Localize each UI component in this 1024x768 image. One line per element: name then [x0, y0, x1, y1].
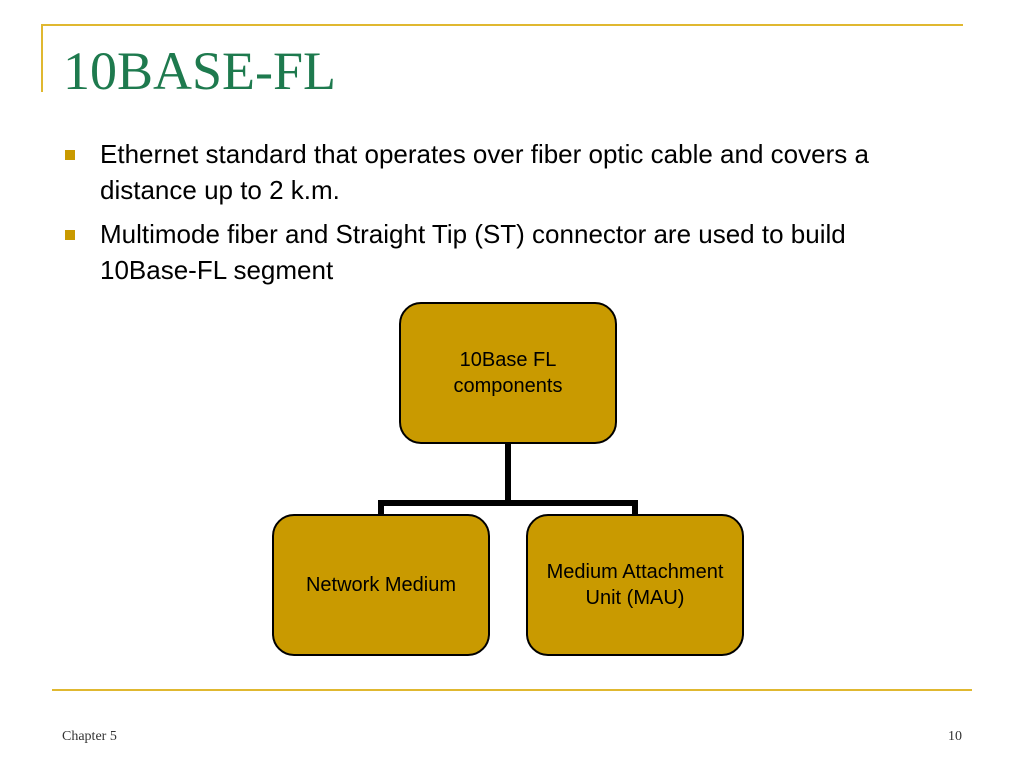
square-bullet-icon [65, 230, 75, 240]
footer-chapter: Chapter 5 [62, 729, 117, 744]
slide-title: 10BASE-FL [63, 41, 337, 101]
node-label: Medium Attachment Unit (MAU) [546, 561, 724, 609]
diagram-node-network-medium: Network Medium [272, 514, 490, 656]
diagram-node-mau: Medium Attachment Unit (MAU) [526, 514, 744, 656]
title-frame-left-line [41, 24, 43, 92]
node-label: Network Medium [305, 574, 457, 596]
bullet-item: Ethernet standard that operates over fib… [64, 136, 924, 208]
bullet-list: Ethernet standard that operates over fib… [64, 136, 924, 296]
slide-number: 10 [948, 729, 962, 744]
bullet-text: Multimode fiber and Straight Tip (ST) co… [100, 219, 846, 285]
diagram-node-root: 10Base FL components [399, 302, 617, 444]
bullet-text: Ethernet standard that operates over fib… [100, 139, 869, 205]
bullet-item: Multimode fiber and Straight Tip (ST) co… [64, 216, 924, 288]
title-frame-top-line [41, 24, 963, 26]
node-label: 10Base FL components [453, 349, 563, 397]
square-bullet-icon [65, 150, 75, 160]
footer-divider [52, 689, 972, 691]
